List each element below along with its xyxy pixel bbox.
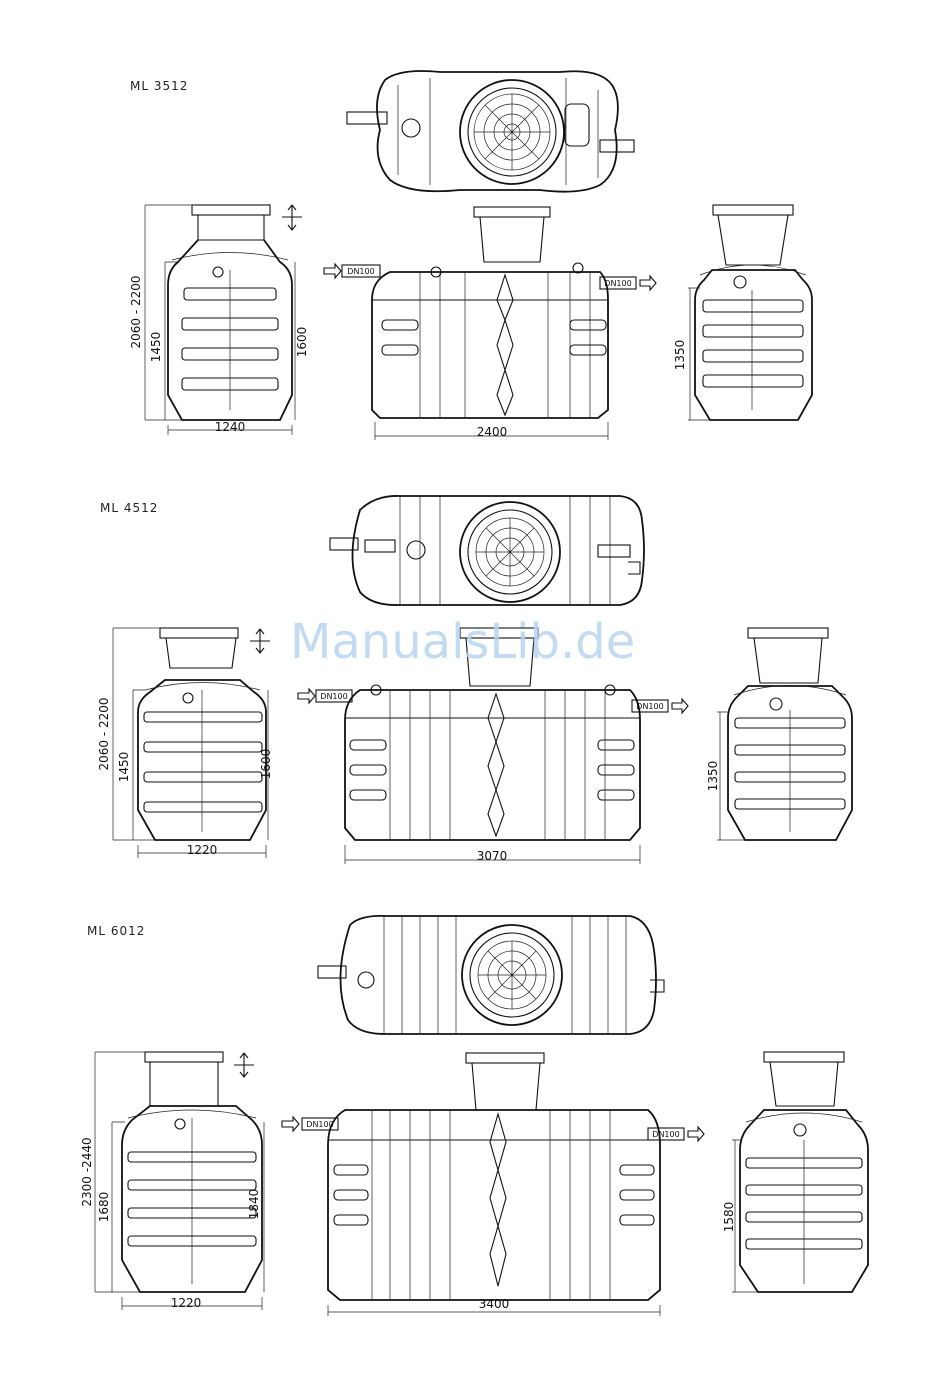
section-ml6012: 2300 -2440 1680 1840 1220 DN100 DN100 bbox=[80, 916, 868, 1316]
inlet-label-ml4512: DN100 bbox=[320, 692, 347, 701]
section-ml3512: 2060 - 2200 1450 1600 1240 DN100 DN100 bbox=[129, 71, 812, 440]
dim-end-height-ml6012: 1580 bbox=[722, 1202, 736, 1233]
dim-outer-height-ml4512: 1600 bbox=[259, 749, 273, 780]
outlet-label-ml6012: DN100 bbox=[652, 1130, 679, 1139]
top-view-ml3512 bbox=[347, 71, 634, 192]
dim-inner-height-ml3512: 1450 bbox=[149, 332, 163, 363]
dim-width-ml3512: 1240 bbox=[215, 420, 246, 434]
outlet-label-ml3512: DN100 bbox=[604, 279, 631, 288]
inlet-label-ml6012: DN100 bbox=[306, 1120, 333, 1129]
dim-length-ml3512: 2400 bbox=[477, 425, 508, 439]
side-view-ml3512: 2060 - 2200 1450 1600 1240 bbox=[129, 205, 309, 435]
dim-inner-height-ml6012: 1680 bbox=[97, 1192, 111, 1223]
end-view-ml3512: 1350 bbox=[673, 205, 812, 420]
top-view-ml4512 bbox=[330, 496, 644, 605]
dim-length-ml4512: 3070 bbox=[477, 849, 508, 863]
dim-outer-height-ml3512: 1600 bbox=[295, 327, 309, 358]
dim-width-ml4512: 1220 bbox=[187, 843, 218, 857]
dim-height-range-ml4512: 2060 - 2200 bbox=[97, 697, 111, 770]
side-view-ml6012: 2300 -2440 1680 1840 1220 bbox=[80, 1052, 264, 1310]
watermark-text: ManualsLib.de bbox=[290, 614, 635, 670]
dim-width-ml6012: 1220 bbox=[171, 1296, 202, 1310]
dim-height-range-ml3512: 2060 - 2200 bbox=[129, 275, 143, 348]
section-ml4512: 2060 - 2200 1450 1600 1220 DN100 DN100 bbox=[97, 496, 852, 864]
dim-length-ml6012: 3400 bbox=[479, 1297, 510, 1311]
side-view-ml4512: 2060 - 2200 1450 1600 1220 bbox=[97, 628, 273, 858]
dim-height-range-ml6012: 2300 -2440 bbox=[80, 1137, 94, 1206]
dim-end-height-ml4512: 1350 bbox=[706, 761, 720, 792]
front-view-ml6012: DN100 DN100 3400 bbox=[282, 1053, 704, 1316]
dim-outer-height-ml6012: 1840 bbox=[247, 1189, 261, 1220]
front-view-ml3512: DN100 DN100 2400 bbox=[324, 207, 656, 440]
end-view-ml6012: 1580 bbox=[722, 1052, 868, 1292]
top-view-ml6012 bbox=[318, 916, 664, 1034]
dim-end-height-ml3512: 1350 bbox=[673, 340, 687, 371]
end-view-ml4512: 1350 bbox=[706, 628, 852, 840]
dim-inner-height-ml4512: 1450 bbox=[117, 752, 131, 783]
outlet-label-ml4512: DN100 bbox=[636, 702, 663, 711]
inlet-label-ml3512: DN100 bbox=[347, 267, 374, 276]
